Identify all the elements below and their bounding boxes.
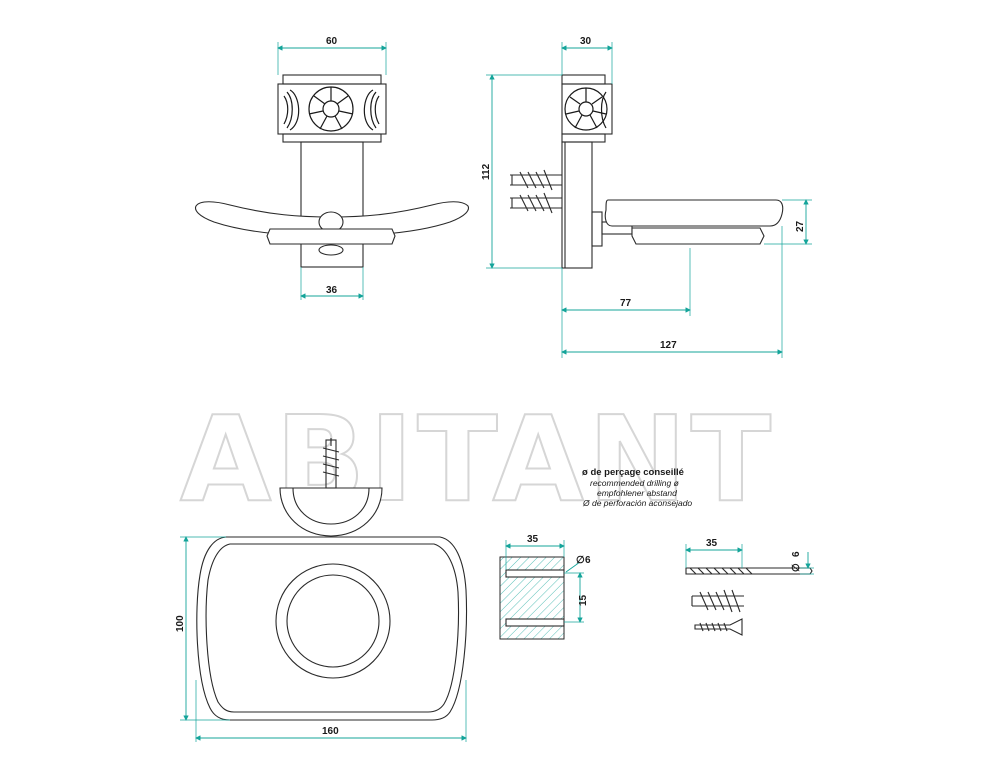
dim-bit-dia: 6 (791, 551, 802, 557)
dim-plan-width: 160 (322, 726, 339, 737)
dim-drill-depth: 35 (527, 534, 539, 545)
wall-anchor-icon (510, 169, 562, 214)
wall-plug-icon (691, 589, 744, 613)
plan-view: 100 160 (175, 438, 468, 742)
dim-total-depth: 127 (660, 340, 677, 351)
drilling-note: ø de perçage conseillé recommended drill… (582, 467, 692, 508)
front-view: 60 36 (194, 36, 470, 300)
drill-bit-icon (685, 567, 813, 575)
dim-drill-spacing: 15 (578, 594, 589, 606)
diameter-symbol-icon: ∅ (576, 555, 585, 566)
dim-front-stem: 36 (326, 285, 338, 296)
ornament-rosette-side-icon (564, 87, 608, 131)
dim-plan-depth: 100 (175, 615, 186, 632)
note-es: Ø de perforación aconsejado (582, 498, 692, 508)
dim-side-depth: 30 (580, 36, 592, 47)
diameter-bit-symbol-icon: ∅ (791, 563, 802, 572)
screw-icon (694, 618, 743, 636)
wall-anchor-top-icon (322, 438, 340, 489)
dim-drill-dia: 6 (585, 555, 591, 566)
drill-section: 35 15 ∅ 6 (499, 534, 591, 640)
note-de: empfohlener abstand (597, 488, 677, 498)
dim-dish-height: 27 (795, 220, 806, 232)
dim-front-width: 60 (326, 36, 338, 47)
drill-hardware: 35 6 ∅ (685, 538, 814, 636)
dim-side-height: 112 (481, 163, 492, 180)
watermark: ABITANT (180, 390, 775, 528)
side-view: 30 112 27 77 127 (481, 36, 812, 358)
dim-dish-offset: 77 (620, 298, 632, 309)
note-fr: ø de perçage conseillé (582, 467, 684, 478)
dim-bit-length: 35 (706, 538, 718, 549)
note-en: recommended drilling ø (590, 478, 679, 488)
ornament-rosette-icon (283, 86, 380, 132)
